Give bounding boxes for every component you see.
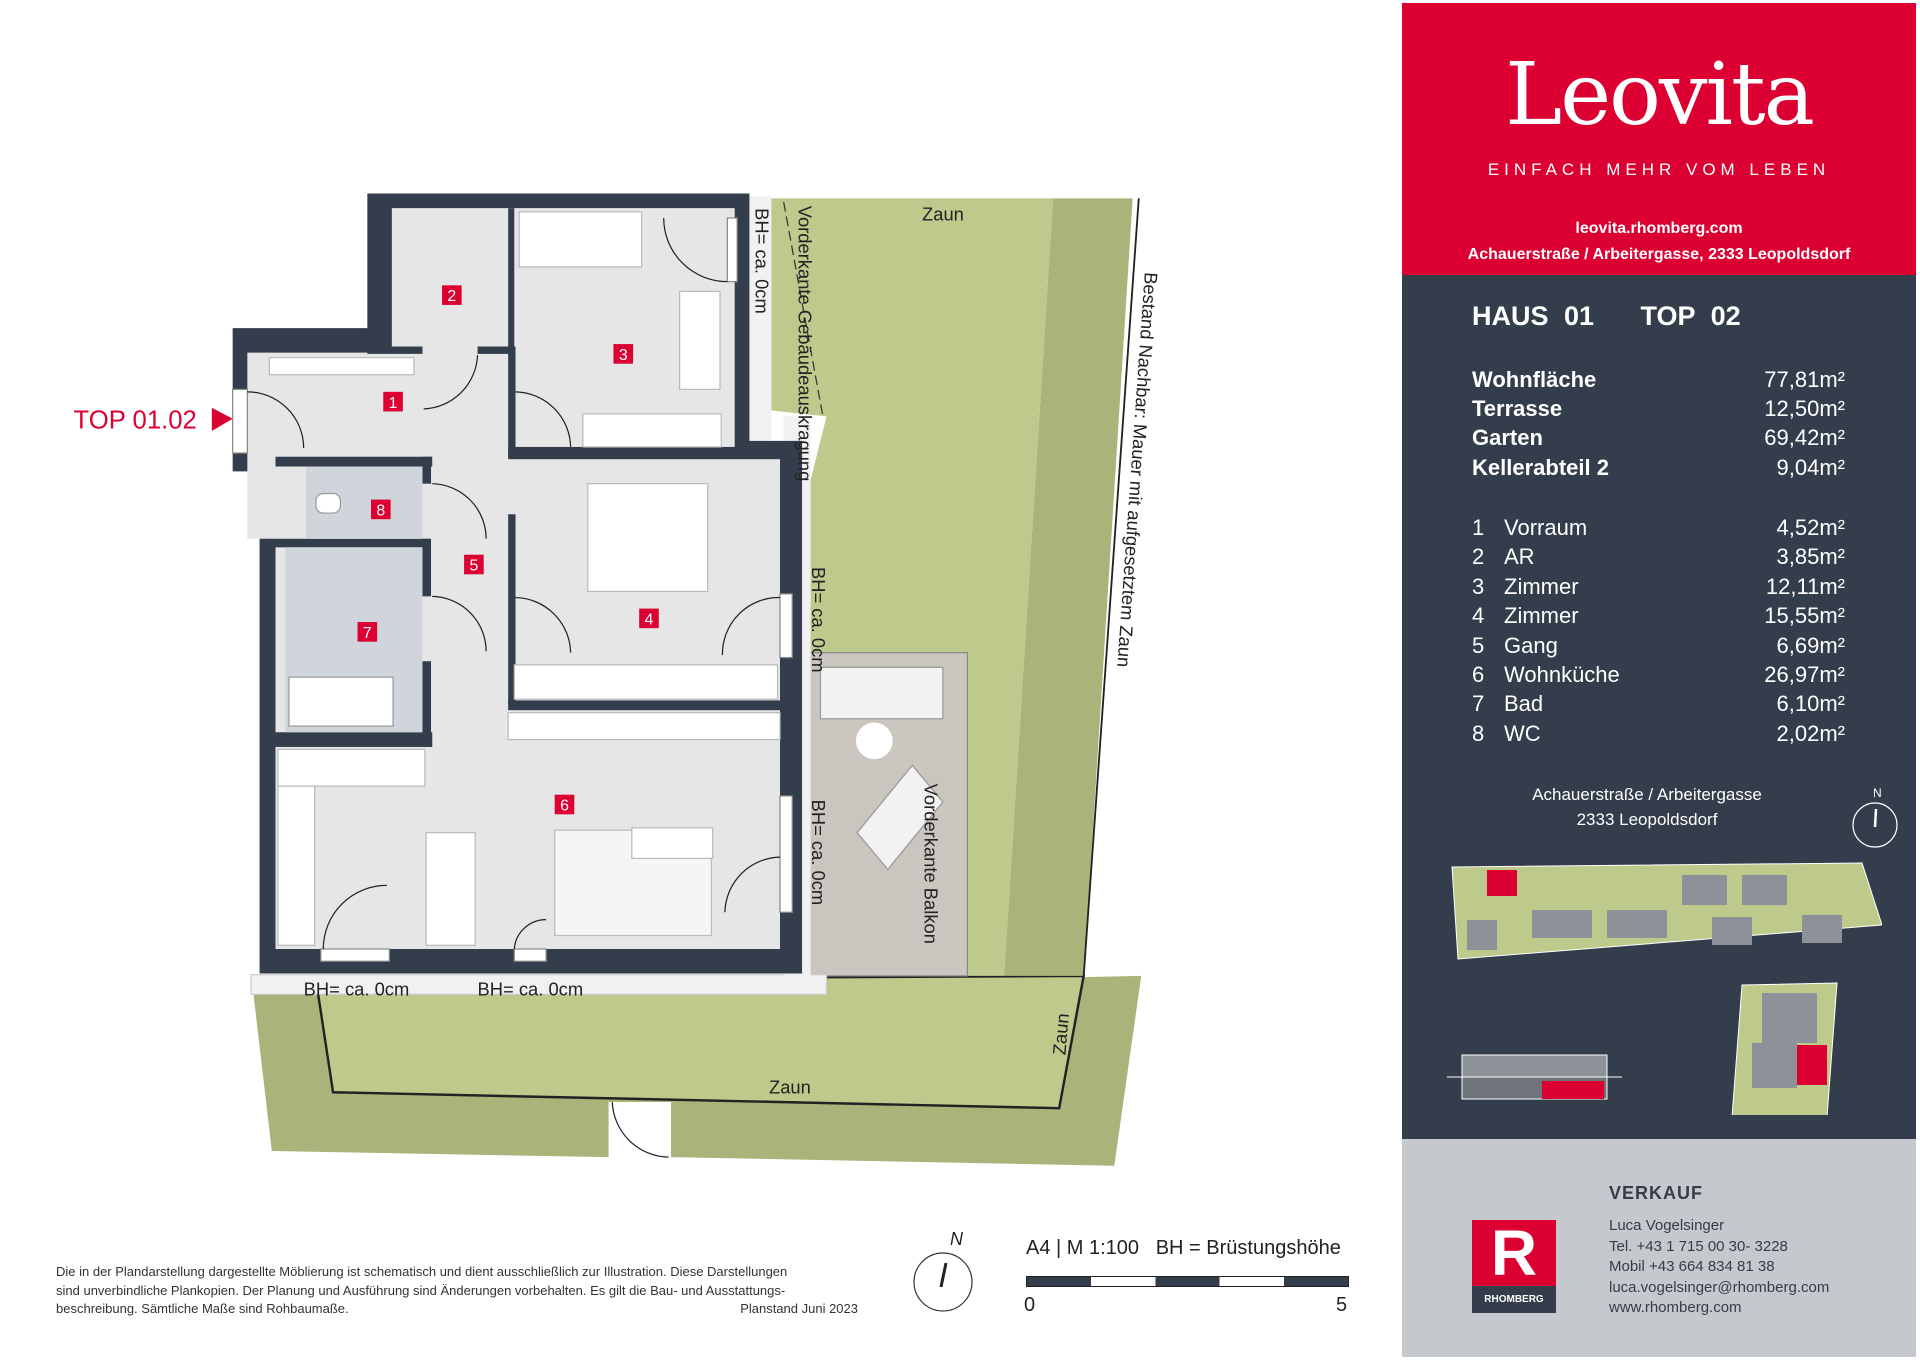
tagline: EINFACH MEHR VOM LEBEN <box>1487 160 1831 179</box>
room-label-4: 4 <box>639 608 659 628</box>
scale-bar <box>1026 1276 1349 1287</box>
contact-mobile[interactable]: Mobil +43 664 834 81 38 <box>1609 1258 1775 1275</box>
entrance-arrow-icon <box>211 407 233 432</box>
sales-contact: R RHOMBERG VERKAUF Luca Vogelsinger Tel.… <box>1402 1139 1916 1357</box>
disclaimer-line: beschreibung. Sämtliche Maße sind Rohbau… <box>56 1301 349 1316</box>
unit-title: HAUS 01 TOP 02 <box>1472 301 1741 331</box>
room-label-6: 6 <box>554 794 575 815</box>
sill-height-label: BH= ca. 0cm <box>752 208 773 314</box>
project-address: Achauerstraße / Arbeitergasse, 2333 Leop… <box>1467 246 1851 263</box>
north-arrow-icon: N <box>913 1229 973 1312</box>
entrance-label: TOP 01.02 <box>73 407 196 435</box>
site-map <box>1447 862 1882 1115</box>
fence-label-right: Zaun <box>1048 1012 1073 1056</box>
website-link[interactable]: leovita.rhomberg.com <box>1575 220 1743 237</box>
disclaimer: Die in der Plandarstellung dargestellte … <box>56 1263 858 1319</box>
leovita-logo: Leovita <box>1505 45 1815 145</box>
sill-height-label: BH= ca. 0cm <box>808 567 829 673</box>
location-address: Achauerstraße / Arbeitergasse 2333 Leopo… <box>1532 785 1762 829</box>
svg-text:N: N <box>950 1229 964 1249</box>
neighbour-wall-line <box>1082 198 1140 976</box>
scale-end: 5 <box>1336 1294 1348 1316</box>
svg-text:1: 1 <box>389 395 398 412</box>
fence-label-bottom: Zaun <box>769 1076 811 1097</box>
svg-text:2: 2 <box>447 288 456 305</box>
fence-label-top: Zaun <box>922 203 964 224</box>
room-label-3: 3 <box>613 344 634 364</box>
svg-text:6: 6 <box>560 798 569 815</box>
svg-text:8: 8 <box>376 503 385 520</box>
plan-date: Planstand Juni 2023 <box>740 1301 858 1316</box>
room-label-7: 7 <box>357 622 378 642</box>
overhang-label: Vorderkante Gebäudeauskragung <box>794 206 815 482</box>
garden-bottom <box>314 974 1086 1110</box>
sill-height-label: BH= ca. 0cm <box>808 800 829 906</box>
room-label-8: 8 <box>371 499 391 520</box>
room-label-5: 5 <box>464 554 484 575</box>
contact-website[interactable]: www.rhomberg.com <box>1609 1299 1742 1316</box>
disclaimer-line: sind unverbindliche Plankopien. Der Plan… <box>56 1282 786 1298</box>
svg-text:3: 3 <box>619 347 628 364</box>
svg-text:7: 7 <box>363 625 372 642</box>
room-label-2: 2 <box>442 285 462 305</box>
scale-label: A4 | M 1:100 BH = Brüstungshöhe <box>1026 1237 1341 1259</box>
disclaimer-line: Die in der Plandarstellung dargestellte … <box>56 1264 788 1279</box>
sill-height-label: BH= ca. 0cm <box>478 979 584 1000</box>
room-label-1: 1 <box>383 391 403 412</box>
sill-height-label: BH= ca. 0cm <box>304 979 410 1000</box>
svg-text:4: 4 <box>645 611 654 628</box>
contact-phone[interactable]: Tel. +43 1 715 00 30- 3228 <box>1609 1237 1788 1255</box>
floor-plan: 1 2 3 4 5 6 7 8 TOP 01.02 Zaun Zaun Zaun… <box>73 193 1162 1166</box>
contact-name: Luca Vogelsinger <box>1609 1217 1725 1234</box>
svg-text:N: N <box>1873 786 1882 800</box>
rhomberg-logo: R RHOMBERG <box>1472 1220 1556 1313</box>
sales-heading: VERKAUF <box>1609 1183 1704 1203</box>
svg-text:5: 5 <box>469 558 478 575</box>
balcony-label: Vorderkante Balkon <box>920 784 941 944</box>
scale-start: 0 <box>1024 1294 1036 1316</box>
garden-right-strip <box>1004 198 1133 976</box>
contact-email[interactable]: luca.vogelsinger@rhomberg.com <box>1609 1278 1830 1296</box>
north-arrow-icon: N <box>1852 786 1898 848</box>
brand-header: Leovita EINFACH MEHR VOM LEBEN leovita.r… <box>1402 3 1916 275</box>
